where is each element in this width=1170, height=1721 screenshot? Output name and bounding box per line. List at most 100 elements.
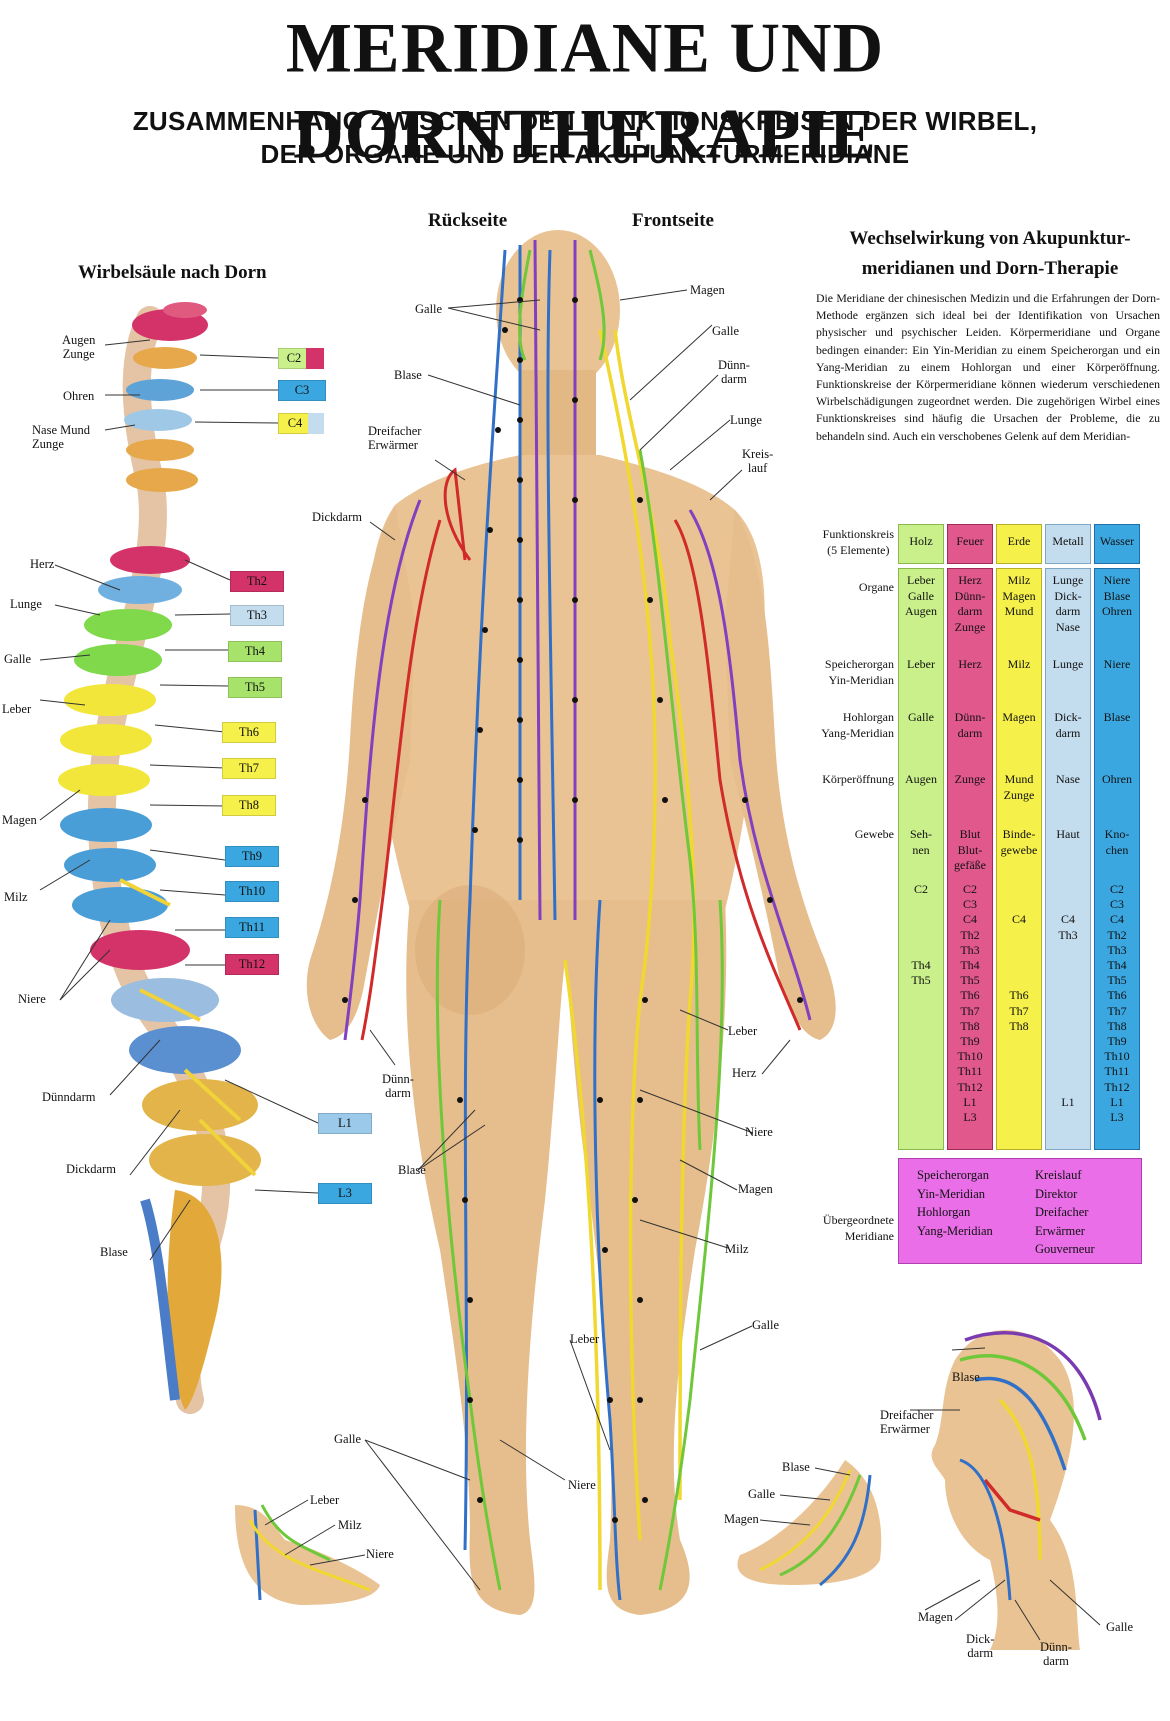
- cell-holz-hohl: Galle: [908, 710, 934, 724]
- front-heading: Frontseite: [632, 210, 714, 231]
- page-subtitle: ZUSAMMENHANG ZWISCHEN DEN FUNKTIONSKREIS…: [0, 105, 1170, 171]
- vertebra-label-th12: Th12: [225, 954, 279, 975]
- subtitle-line-1: ZUSAMMENHANG ZWISCHEN DEN FUNKTIONSKREIS…: [132, 106, 1038, 136]
- wirbel-entry: Th9: [1107, 1034, 1127, 1048]
- body-label-dickdarm: Dickdarm: [312, 510, 362, 524]
- wirbel-entry: L3: [1110, 1110, 1124, 1124]
- head-label-galle: Galle: [1106, 1620, 1134, 1634]
- body-label-galle-low: Galle: [334, 1432, 362, 1446]
- wirbel-entry: Th6: [1107, 988, 1127, 1003]
- wirbel-entry: Th5: [1107, 973, 1127, 988]
- wirbel-entry: Th6: [960, 988, 980, 1003]
- body-label-herz: Herz: [732, 1066, 757, 1080]
- vertebra-c2-swatch: [306, 348, 324, 369]
- body-label-magen-top: Magen: [690, 283, 725, 297]
- vertebra-label-th7: Th7: [222, 758, 276, 779]
- wirbel-entry: Th8: [1107, 1018, 1127, 1033]
- wirbel-entry: Th3: [1107, 942, 1127, 957]
- wirbel-entry: Th6: [1009, 988, 1029, 1003]
- wirbel-entry: C2: [962, 882, 977, 896]
- cell-wasser-speicher: Niere: [1103, 657, 1131, 671]
- wirbel-entry: Th11: [1104, 1064, 1130, 1079]
- functional-circle-table: Funktionskreis (5 Elemente) Organe Speic…: [800, 520, 1162, 1264]
- body-label-galle-right: Galle: [712, 324, 740, 338]
- cell-erde-hohl: Magen: [1002, 710, 1036, 724]
- cell-holz-gewebe: Seh- nen: [910, 827, 932, 857]
- body-label-lunge: Lunge: [730, 413, 762, 427]
- vertebra-label-th11: Th11: [225, 917, 279, 938]
- vertebra-label-th4: Th4: [228, 641, 282, 662]
- body-drawing: [306, 230, 836, 1615]
- wirbel-entry: Th8: [960, 1018, 980, 1033]
- info-paragraph: Die Meridiane der chinesischen Medizin u…: [816, 291, 1160, 443]
- wirbel-entry: Th5: [960, 973, 980, 988]
- back-heading: Rückseite: [428, 210, 508, 231]
- head-label-magen: Magen: [918, 1610, 953, 1624]
- cell-feuer-oeffnung: Zunge: [954, 772, 986, 786]
- table-header-label: Funktionskreis (5 Elemente): [822, 527, 894, 557]
- wirbel-entry: Th12: [957, 1079, 983, 1094]
- cell-feuer-speicher: Herz: [958, 657, 982, 671]
- wirbel-entry: Th2: [960, 927, 980, 942]
- cell-metall-hohl: Dick- darm: [1054, 710, 1082, 740]
- row-label-speicher: Speicherorgan Yin-Meridian: [824, 657, 894, 687]
- wirbel-entry: Th10: [957, 1049, 983, 1064]
- cell-holz-oeffnung: Augen: [905, 772, 937, 786]
- vertebra-c4-swatch: [308, 413, 324, 434]
- wirbel-entry: C2: [913, 882, 928, 896]
- vertebra-label-c3: C3: [278, 380, 326, 401]
- cell-holz-speicher: Leber: [907, 657, 935, 671]
- column-header-metall: Metall: [1052, 534, 1084, 548]
- cell-wasser-hohl: Blase: [1103, 710, 1131, 724]
- cell-metall-gewebe: Haut: [1056, 827, 1080, 841]
- spine-label-herz: Herz: [30, 557, 55, 571]
- wirbel-entry: Th7: [1009, 1003, 1029, 1018]
- body-label-magen-right: Magen: [738, 1182, 773, 1196]
- head-label-duenndarm: Dünn- darm: [1040, 1640, 1072, 1668]
- body-label-blase-top: Blase: [394, 368, 422, 382]
- head-label-dickdarm: Dick- darm: [966, 1632, 995, 1660]
- wirbel-entry: Th4: [1107, 958, 1127, 972]
- row-label-oeffnung: Körperöffnung: [822, 772, 894, 786]
- uebergeordnet-left: Speicherorgan Yin-Meridian Hohlorgan Yan…: [917, 1168, 993, 1238]
- spine-label-augen-zunge: Augen Zunge: [62, 333, 96, 361]
- wirbel-entry: C2: [1109, 882, 1124, 896]
- wirbel-entry: Th5: [911, 973, 931, 988]
- cell-wasser-oeffnung: Ohren: [1102, 772, 1132, 786]
- wirbel-entry: L1: [1110, 1094, 1124, 1109]
- cell-feuer-gewebe: Blut Blut- gefäße: [954, 827, 986, 872]
- cell-metall-organe: Lunge Dick- darm Nase: [1052, 573, 1084, 634]
- cell-wasser-gewebe: Kno- chen: [1104, 827, 1130, 857]
- spine-label-galle: Galle: [4, 652, 32, 666]
- column-header-wasser: Wasser: [1099, 534, 1135, 548]
- body-label-leber-right: Leber: [728, 1024, 758, 1038]
- head-drawing: [910, 1330, 1102, 1650]
- wirbel-entry: Th4: [911, 958, 931, 972]
- cell-holz-organe: Leber Galle Augen: [905, 573, 937, 618]
- column-header-holz: Holz: [909, 534, 933, 548]
- cell-feuer-hohl: Dünn- darm: [954, 710, 986, 740]
- wirbel-entry: C3: [1109, 897, 1124, 912]
- head-label-blase: Blase: [952, 1370, 980, 1384]
- cell-feuer-organe: Herz Dünn- darm Zunge: [954, 573, 986, 634]
- spine-label-lunge: Lunge: [10, 597, 42, 611]
- info-heading-line-1: Wechselwirkung von Akupunktur-: [849, 228, 1131, 249]
- cell-metall-speicher: Lunge: [1052, 657, 1084, 671]
- vertebra-label-th2: Th2: [230, 571, 284, 592]
- cell-erde-oeffnung: Mund Zunge: [1003, 772, 1035, 802]
- subtitle-line-2: DER ORGANE UND DER AKUPUNKTURMERIDIANE: [260, 139, 910, 169]
- body-label-niere-low: Niere: [568, 1478, 596, 1492]
- wirbel-entry: C4: [1011, 912, 1026, 927]
- vertebra-label-l3: L3: [318, 1183, 372, 1204]
- wirbel-entry: Th7: [960, 1003, 980, 1018]
- body-label-duenndarm-left: Dünn- darm: [382, 1072, 414, 1100]
- body-label-niere-right: Niere: [745, 1125, 773, 1139]
- spine-label-milz: Milz: [4, 890, 28, 904]
- column-header-feuer: Feuer: [956, 534, 984, 548]
- spine-label-dickdarm: Dickdarm: [66, 1162, 116, 1176]
- spine-label-ohren: Ohren: [63, 389, 95, 403]
- spine-label-magen: Magen: [2, 813, 37, 827]
- foot-right-label-magen: Magen: [724, 1512, 759, 1526]
- vertebra-label-th3: Th3: [230, 605, 284, 626]
